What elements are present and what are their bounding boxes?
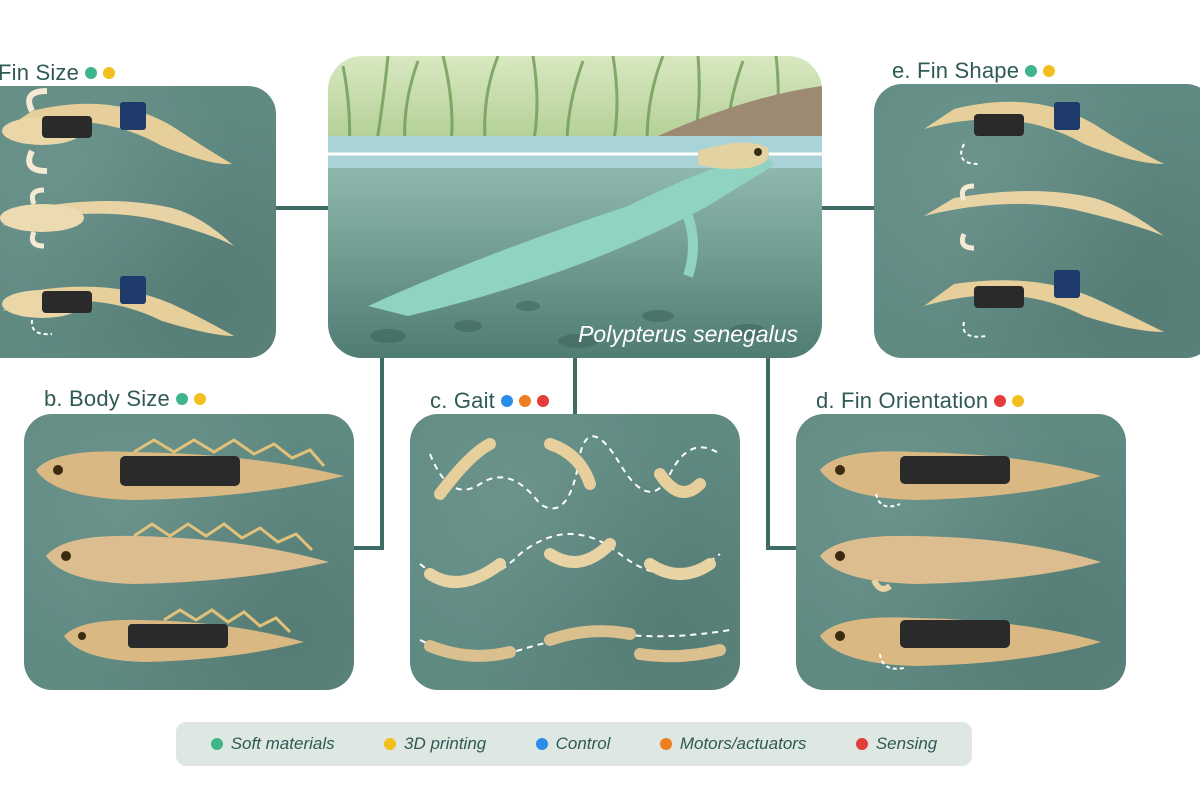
connector-fin-orientation-h <box>766 546 798 550</box>
legend-label-3d-printing: 3D printing <box>404 734 487 753</box>
fin-size-robot-fish-3 <box>2 276 234 336</box>
legend-item-3d-printing: 3D printing <box>384 734 486 754</box>
fin-orientation-illustration <box>820 451 1101 670</box>
gait-dot-1 <box>500 395 513 407</box>
legend-item-soft-materials: Soft materials <box>210 734 335 754</box>
body-size-panel <box>24 414 354 690</box>
species-label: Polypterus senegalus <box>578 321 798 347</box>
body-size-robot-fish-large <box>36 438 344 500</box>
fin-shape-dot-1 <box>1025 65 1038 77</box>
fin-shape-title-text: e. Fin Shape <box>892 58 1020 83</box>
fin-orientation-title-text: d. Fin Orientation <box>816 388 989 413</box>
fin-shape-panel <box>874 84 1200 358</box>
polypterus-habitat-illustration: Polypterus senegalus <box>328 56 822 358</box>
fin-orientation-dot-2 <box>1012 395 1025 407</box>
gait-robot-1 <box>434 438 496 500</box>
fin-shape-robot-fish-3 <box>924 270 1164 338</box>
legend-dot-3d-printing <box>384 738 397 750</box>
legend-label-sensing: Sensing <box>875 734 938 753</box>
legend-dot-sensing <box>855 738 868 750</box>
fin-size-dot-2 <box>103 67 116 79</box>
fin-size-panel <box>0 86 276 358</box>
fin-size-fish-2 <box>0 187 234 249</box>
fin-shape-illustration <box>924 101 1164 338</box>
legend-dot-control <box>535 738 548 750</box>
gait-robot-6 <box>634 644 726 663</box>
gait-illustration <box>419 435 731 663</box>
fin-size-illustration <box>0 88 234 336</box>
connector-body-size-h <box>352 546 384 550</box>
fin-size-title-text: Fin Size <box>0 60 80 85</box>
fin-shape-robot-fish-1 <box>924 101 1164 165</box>
gait-robot-3 <box>654 468 706 498</box>
body-size-title-text: b. Body Size <box>44 386 170 411</box>
connector-body-size-v <box>380 356 384 550</box>
fin-size-dot-1 <box>85 67 98 79</box>
gait-dot-3 <box>536 395 549 407</box>
connector-fin-orientation-v <box>766 356 770 550</box>
legend-label-soft-materials: Soft materials <box>230 734 335 753</box>
fin-orientation-title: d. Fin Orientation <box>816 388 1025 414</box>
legend-dot-soft-materials <box>210 738 223 750</box>
fin-orientation-panel <box>796 414 1126 690</box>
gait-robot-2 <box>544 438 596 490</box>
gait-fish-3 <box>644 558 716 580</box>
gait-path-1 <box>429 435 721 510</box>
fin-orientation-robot-fish-1 <box>820 451 1101 508</box>
connector-right <box>820 206 874 210</box>
gait-title: c. Gait <box>430 388 549 414</box>
fin-orientation-robot-fish-3 <box>820 617 1101 670</box>
gait-fish-1 <box>424 558 506 588</box>
center-illustration-panel: Polypterus senegalus <box>328 56 822 358</box>
body-size-dot-2 <box>193 393 206 405</box>
legend-label-motors-actuators: Motors/actuators <box>679 734 807 753</box>
fin-shape-fish-2 <box>924 183 1164 251</box>
body-size-title: b. Body Size <box>44 386 206 412</box>
fin-size-title: Fin Size <box>0 60 116 86</box>
fin-size-robot-fish-1 <box>2 88 232 174</box>
body-size-fish-medium <box>46 522 329 584</box>
fin-orientation-fish-2 <box>820 535 1101 592</box>
gait-title-text: c. Gait <box>430 388 495 413</box>
legend-dot-motors-actuators <box>659 738 672 750</box>
fin-shape-title: e. Fin Shape <box>892 58 1056 84</box>
fin-orientation-dot-1 <box>994 395 1007 407</box>
connector-gait <box>573 356 577 416</box>
gait-fish-2 <box>544 538 616 568</box>
gait-robot-4 <box>424 640 516 662</box>
legend-item-motors-actuators: Motors/actuators <box>659 734 807 754</box>
fin-shape-dot-2 <box>1043 65 1056 77</box>
legend: Soft materials 3D printing Control Motor… <box>176 722 972 766</box>
legend-label-control: Control <box>555 734 611 753</box>
legend-item-control: Control <box>535 734 611 754</box>
gait-dot-2 <box>518 395 531 407</box>
body-size-illustration <box>36 438 344 662</box>
gait-panel <box>410 414 740 690</box>
body-size-robot-fish-small <box>64 608 304 662</box>
legend-item-sensing: Sensing <box>855 734 938 754</box>
body-size-dot-1 <box>175 393 188 405</box>
connector-left <box>276 206 330 210</box>
gait-robot-5 <box>544 625 636 646</box>
